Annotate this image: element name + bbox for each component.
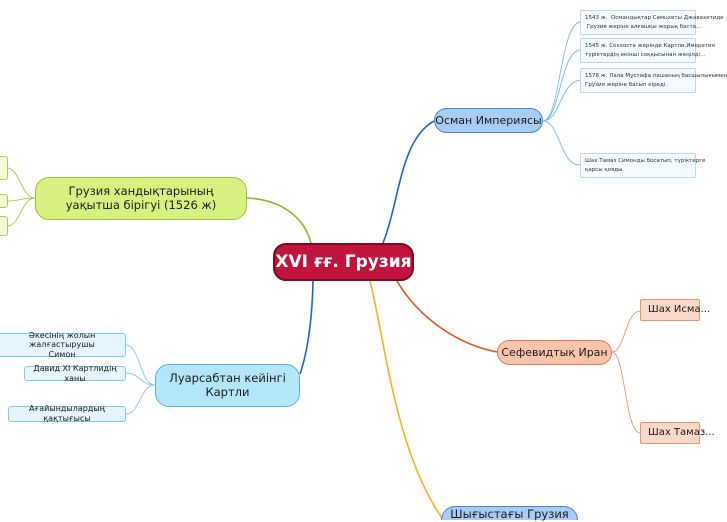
branch-unification-line1: Грузия хандықтарының — [68, 183, 214, 198]
branch-unification-line2: уақытша бірігуі (1526 ж) — [65, 197, 217, 212]
branch-eastern-label: Шығыстағы Грузия — [450, 507, 569, 521]
sub-kartli-brothers-conflict[interactable]: Ағайындылардың қақтығысы — [8, 404, 126, 423]
branch-ottoman-empire[interactable]: Осман Империясы — [434, 108, 543, 133]
central-topic-label: XVI ғғ. Грузия — [275, 251, 412, 272]
note-ottoman-1578-text: 1578 ж. Лала Мұстафа пашаның басшылығыме… — [585, 73, 727, 88]
note-ottoman-1578[interactable]: 1578 ж. Лала Мұстафа пашаның басшылығыме… — [580, 68, 727, 93]
sub-unification-3[interactable] — [0, 216, 8, 236]
sub-unification-1[interactable] — [0, 156, 8, 180]
note-ottoman-1543-text: 1543 ж. Османдықтар Самцхеты Джавахетиде… — [585, 15, 724, 30]
central-topic[interactable]: XVI ғғ. Грузия — [273, 243, 414, 281]
note-ottoman-shah-tamaz-text: Шах Тамаз Симонды босатып, түріктерге қа… — [585, 158, 706, 173]
branch-georgia-unification[interactable]: Грузия хандықтарының уақытша бірігуі (15… — [35, 177, 247, 220]
sub-kartli-simon-line2: Симон — [48, 349, 76, 359]
sub-kartli-conflict-label: Ағайындылардың қақтығысы — [29, 404, 105, 423]
note-ottoman-shah-tamaz[interactable]: Шах Тамаз Симонды босатып, түріктерге қа… — [580, 153, 706, 178]
sub-kartli-david[interactable]: Давид XI Картлидің ханы — [24, 363, 126, 383]
sub-safavid-shah-tamaz[interactable]: Шах Тамаз... — [640, 422, 715, 444]
branch-kartli-after-luarsab[interactable]: Луарсабтан кейінгі Картли — [155, 364, 300, 407]
note-ottoman-1545-text: 1545 ж. Соххоста жерінде Картли,Имеретия… — [585, 43, 715, 58]
note-ottoman-1543[interactable]: 1543 ж. Османдықтар Самцхеты Джавахетиде… — [580, 10, 724, 35]
branch-ottoman-label: Осман Империясы — [435, 113, 542, 127]
note-ottoman-1545[interactable]: 1545 ж. Соххоста жерінде Картли,Имеретия… — [580, 38, 715, 63]
connector-lines — [7, 21, 641, 519]
sub-kartli-simon-line1: Әкесінің жолын жалғастырушы — [28, 330, 96, 350]
branch-safavid-iran[interactable]: Сефевидтық Иран — [497, 340, 612, 365]
branch-kartli-line1: Луарсабтан кейінгі — [169, 370, 286, 385]
sub-safavid-shah-ismail[interactable]: Шах Исма... — [640, 299, 710, 321]
sub-kartli-simon[interactable]: Әкесінің жолын жалғастырушы Симон — [0, 330, 126, 359]
branch-safavid-label: Сефевидтық Иран — [501, 345, 608, 359]
sub-unification-2[interactable] — [0, 194, 8, 208]
sub-safavid-ismail-label: Шах Исма... — [648, 304, 711, 315]
branch-eastern-georgia[interactable]: Шығыстағы Грузия — [441, 506, 578, 521]
sub-kartli-david-label: Давид XI Картлидің ханы — [33, 363, 117, 383]
sub-safavid-tamaz-label: Шах Тамаз... — [648, 427, 715, 438]
branch-kartli-line2: Картли — [205, 384, 250, 399]
